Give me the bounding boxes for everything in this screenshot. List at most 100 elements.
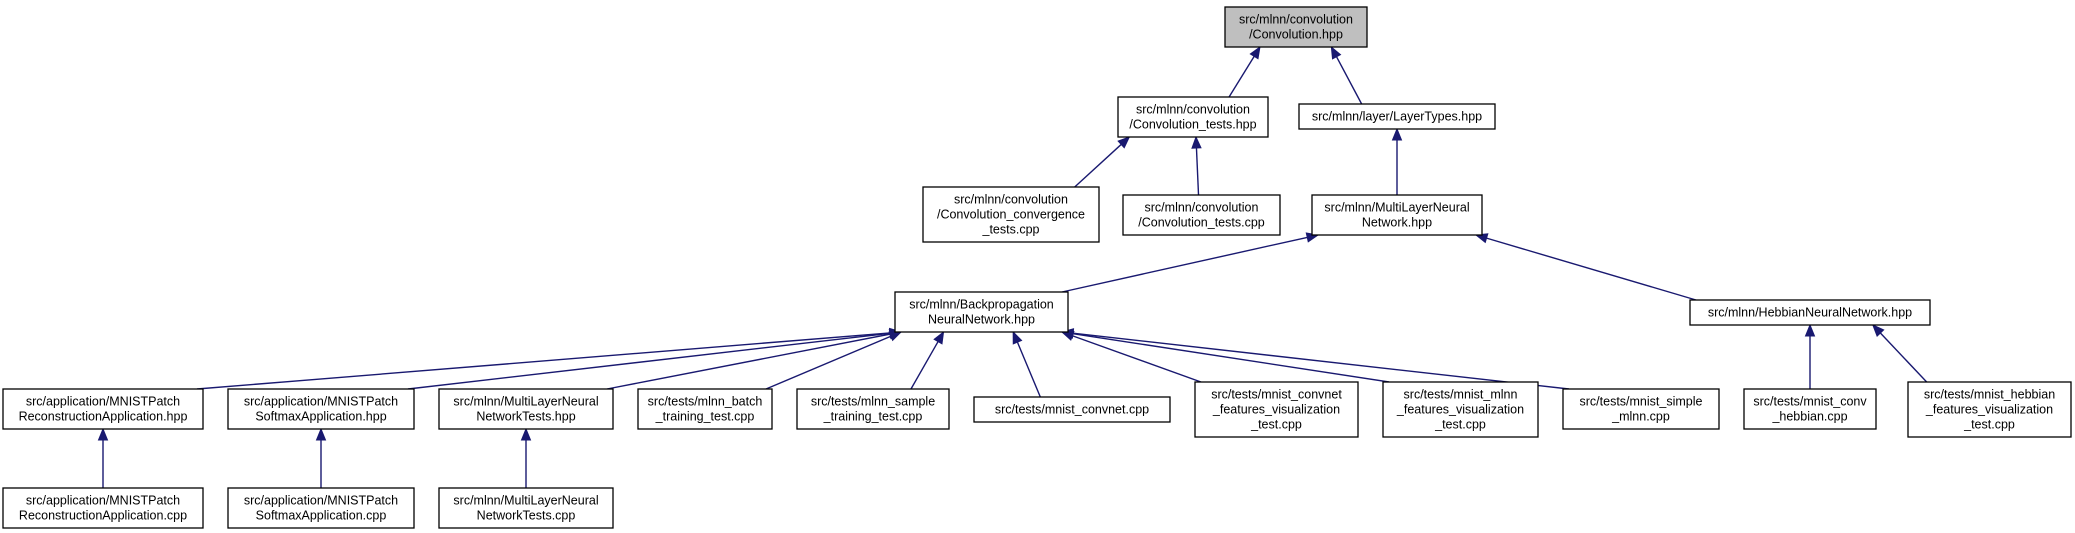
edge-mnist-convnet-vis-cpp-to-bpnn-hpp [1060,330,1202,383]
node-label-line: ReconstructionApplication.cpp [19,509,187,523]
node-conv-tests-hpp[interactable]: src/mlnn/convolution/Convolution_tests.h… [1117,96,1269,138]
node-label-line: /Convolution_tests.hpp [1129,118,1256,132]
edge-line [910,341,939,390]
edge-mnist-recon-cpp-to-mnist-recon-hpp [97,427,109,488]
node-label-line: ReconstructionApplication.hpp [19,410,188,424]
edge-mlnn-hpp-to-layertypes-hpp [1391,127,1403,195]
node-label-line: NetworkTests.hpp [476,410,575,424]
arrowhead [520,427,532,441]
node-box [1382,381,1539,438]
node-layertypes-hpp[interactable]: src/mlnn/layer/LayerTypes.hpp [1298,103,1496,130]
node-box [1743,388,1877,430]
node-label-line: src/mlnn/MultiLayerNeural [453,395,598,409]
edge-line [196,332,891,390]
node-label-line: src/mlnn/MultiLayerNeural [453,494,598,508]
edge-line [1072,335,1202,383]
edge-conv-tests-cpp-to-conv-tests-hpp [1191,135,1202,196]
node-label-line: src/tests/mnist_convnet.cpp [995,403,1149,417]
arrowhead [1330,45,1342,60]
edge-line [1486,237,1697,301]
node-label-line: /Convolution_tests.cpp [1138,216,1265,230]
node-box [1907,381,2072,438]
arrowhead [1871,324,1885,337]
edge-line [1335,56,1363,105]
node-mlnn-batch-cpp[interactable]: src/tests/mlnn_batch_training_test.cpp [637,388,773,430]
node-box [796,388,950,430]
edge-line [407,332,891,390]
node-label-line: src/application/MNISTPatch [26,395,180,409]
edge-mnist-hebb-vis-cpp-to-hebbian-hpp [1871,324,1928,383]
node-label-line: src/tests/mnist_simple [1580,395,1703,409]
edge-line [1228,55,1255,98]
edge-line [606,333,891,390]
node-mnist-recon-cpp[interactable]: src/application/MNISTPatchReconstruction… [2,487,204,529]
node-mnist-convnet-vis-cpp[interactable]: src/tests/mnist_convnet_features_visuali… [1194,381,1359,438]
node-mnist-conv-hebb-cpp[interactable]: src/tests/mnist_conv_hebbian.cpp [1743,388,1877,430]
node-mnist-convnet-cpp[interactable]: src/tests/mnist_convnet.cpp [973,396,1171,423]
edge-conv-tests-hpp-to-conv-hpp [1228,45,1261,98]
node-label-line: _test.cpp [1250,418,1302,432]
node-label-line: src/mlnn/convolution [1136,103,1250,117]
node-label-line: src/tests/mlnn_sample [811,395,935,409]
node-label-line: NeuralNetwork.hpp [928,313,1035,327]
edge-line [765,335,892,390]
node-label-line: _features_visualization [1925,403,2053,417]
node-box [1117,96,1269,138]
edge-mnist-convnet-cpp-to-bpnn-hpp [1012,330,1041,398]
arrowhead [1012,330,1023,345]
node-box [1689,299,1931,326]
node-label-line: src/mlnn/convolution [1145,201,1259,215]
edge-line [1072,332,1570,390]
node-box [1224,6,1368,48]
edge-mlnn-sample-cpp-to-bpnn-hpp [910,330,945,390]
node-hebbian-hpp[interactable]: src/mlnn/HebbianNeuralNetwork.hpp [1689,299,1931,326]
arrowhead [933,330,945,345]
node-mnist-softmax-hpp[interactable]: src/application/MNISTPatchSoftmaxApplica… [227,388,415,430]
node-label-line: src/tests/mnist_convnet [1211,388,1342,402]
node-box [1122,194,1281,236]
node-mlnn-tests-cpp[interactable]: src/mlnn/MultiLayerNeuralNetworkTests.cp… [438,487,614,529]
graph-nodes: src/mlnn/convolution/Convolution.hppsrc/… [2,6,2072,529]
node-mnist-simple-cpp[interactable]: src/tests/mnist_simple_mlnn.cpp [1562,388,1720,430]
node-mlnn-tests-hpp[interactable]: src/mlnn/MultiLayerNeuralNetworkTests.hp… [438,388,614,430]
node-label-line: src/mlnn/convolution [1239,13,1353,27]
graph-edges [97,45,1928,488]
node-label-line: src/mlnn/Backpropagation [909,298,1054,312]
node-label-line: _training_test.cpp [655,410,755,424]
arrowhead [97,427,109,441]
node-label-line: src/application/MNISTPatch [26,494,180,508]
node-bpnn-hpp[interactable]: src/mlnn/BackpropagationNeuralNetwork.hp… [894,291,1069,333]
node-label-line: _training_test.cpp [823,410,923,424]
arrowhead [1391,127,1403,141]
node-conv-tests-cpp[interactable]: src/mlnn/convolution/Convolution_tests.c… [1122,194,1281,236]
arrowhead [1249,45,1261,60]
node-box [2,388,204,430]
edge-mlnn-tests-cpp-to-mlnn-tests-hpp [520,427,532,488]
node-mnist-recon-hpp[interactable]: src/application/MNISTPatchReconstruction… [2,388,204,430]
node-label-line: _hebbian.cpp [1771,410,1847,424]
node-conv-hpp[interactable]: src/mlnn/convolution/Convolution.hpp [1224,6,1368,48]
node-box [2,487,204,529]
node-label-line: src/application/MNISTPatch [244,395,398,409]
node-label-line: SoftmaxApplication.hpp [255,410,386,424]
node-box [1562,388,1720,430]
node-label-line: src/tests/mnist_mlnn [1404,388,1518,402]
node-mnist-mlnn-vis-cpp[interactable]: src/tests/mnist_mlnn_features_visualizat… [1382,381,1539,438]
edge-line [1072,332,1390,383]
node-label-line: _test.cpp [1434,418,1486,432]
node-box [1311,194,1483,236]
node-label-line: /Convolution.hpp [1249,28,1343,42]
node-box [227,487,415,529]
node-box [973,396,1171,423]
node-conv-conv-tests-cpp[interactable]: src/mlnn/convolution/Convolution_converg… [922,186,1100,243]
node-mlnn-sample-cpp[interactable]: src/tests/mlnn_sample_training_test.cpp [796,388,950,430]
edge-conv-conv-tests-cpp-to-conv-tests-hpp [1074,136,1131,188]
node-box [227,388,415,430]
node-mnist-hebb-vis-cpp[interactable]: src/tests/mnist_hebbian_features_visuali… [1907,381,2072,438]
node-mnist-softmax-cpp[interactable]: src/application/MNISTPatchSoftmaxApplica… [227,487,415,529]
node-box [637,388,773,430]
node-label-line: src/mlnn/convolution [954,193,1068,207]
node-label-line: _tests.cpp [982,223,1040,237]
